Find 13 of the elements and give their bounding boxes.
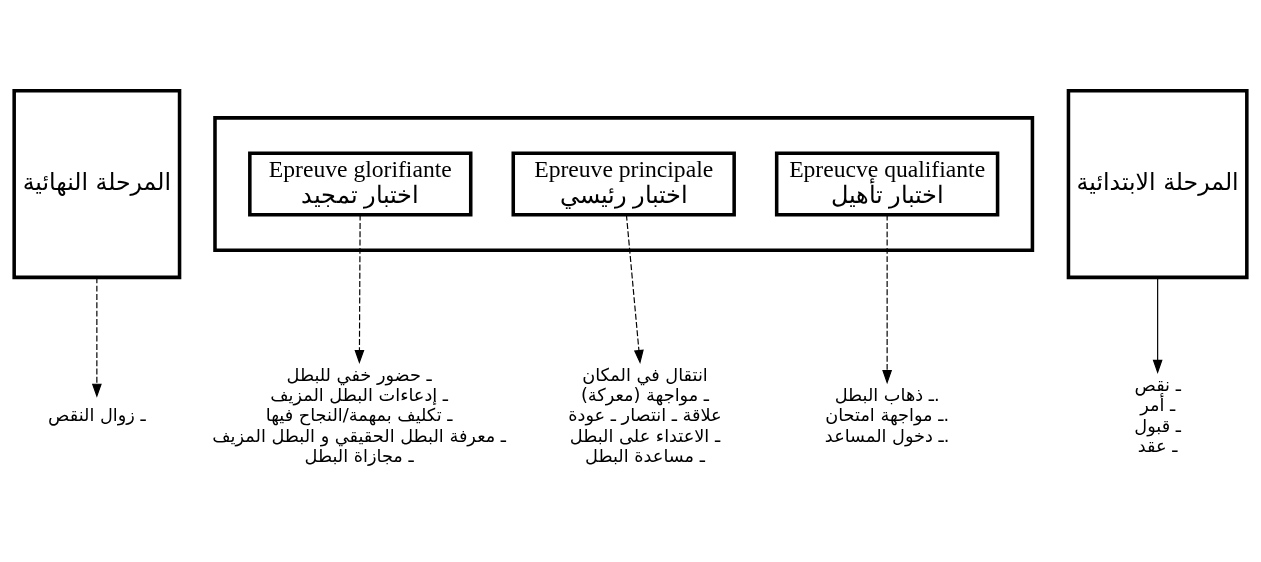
node-text: انتقال في المكان ـ مواجهة (معركة) علاقة ـ انتصار ـ عودة ـ الاعتداء على البطل ـ مساعدة البطل (568, 364, 722, 466)
node-box: المرحلة النهائية (12, 88, 182, 279)
cluster (213, 115, 1035, 252)
arrow (1152, 276, 1163, 374)
node-box: المرحلة الابتدائية (1066, 88, 1249, 279)
arrow (354, 213, 365, 364)
arrow (625, 213, 644, 364)
node-text: ـ ذهاب البطل. ـ مواجهة امتحان. ـ دخول المساعد. (824, 384, 950, 446)
node-text: ـ حضور خفي للبطل ـ إدعاءات البطل المزيف ـ تكليف بمهمة/النجاح فيها ـ معرفة البطل الحقيقي و البطل المزيف ـ مجازاة البطل (212, 364, 506, 466)
node-text: ـ زوال النقص (48, 404, 146, 425)
arrow (91, 276, 102, 398)
arrow (882, 213, 893, 384)
node-text: ـ نقص ـ أمر ـ قبول ـ عقد (1134, 374, 1181, 456)
